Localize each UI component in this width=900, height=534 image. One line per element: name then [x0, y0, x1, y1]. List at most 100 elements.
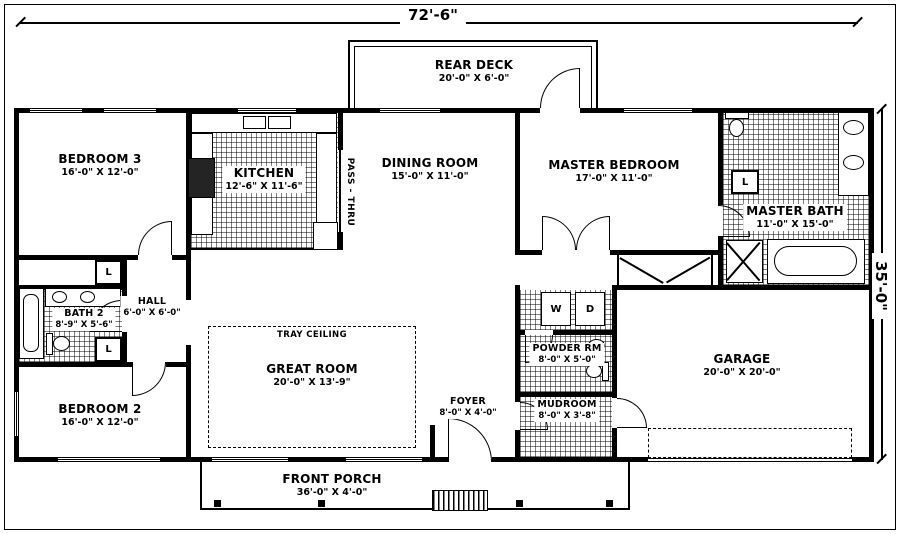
room-label-bedroom3: BEDROOM 3 16'-0" X 12'-0"	[55, 152, 145, 179]
wall-segment	[515, 108, 520, 250]
garden-tub-basin	[774, 246, 857, 276]
linen-closet: L	[95, 260, 122, 285]
wall-segment	[612, 428, 617, 457]
toilet-tank	[46, 333, 53, 355]
room-dims: 8'-0" X 3'-8"	[538, 410, 596, 421]
room-dims: 15'-0" X 11'-0"	[391, 171, 469, 182]
window-symbol	[238, 108, 296, 113]
sink	[843, 120, 864, 135]
room-dims: 36'-0" X 4'-0"	[296, 487, 368, 498]
wall-segment	[430, 425, 435, 457]
front-porch-outline	[200, 462, 630, 510]
room-label-rear-deck: REAR DECK 20'-0" X 6'-0"	[431, 58, 517, 85]
dryer: D	[575, 292, 605, 326]
washer-label: W	[550, 303, 562, 315]
wall-segment	[852, 457, 874, 462]
wall-segment	[869, 108, 874, 462]
entry-steps	[432, 490, 488, 511]
room-label-mudroom: MUDROOM 8'-0" X 3'-8"	[534, 399, 600, 422]
room-name: BEDROOM 2	[58, 402, 142, 416]
wall-segment	[338, 232, 343, 250]
room-label-powder: POWDER RM 8'-0" X 5'-0"	[529, 343, 605, 366]
room-name: MASTER BEDROOM	[548, 158, 680, 172]
room-dims: 12'-6" X 11'-6"	[225, 181, 303, 192]
drawing-frame	[4, 4, 896, 530]
linen-closet: L	[95, 337, 122, 362]
tray-ceiling-label: TRAY CEILING	[275, 330, 349, 340]
room-dims: 8'-0" X 5'-0"	[538, 354, 596, 365]
room-dims: 20'-0" X 20'-0"	[703, 367, 781, 378]
wall-segment	[440, 108, 540, 113]
wall-segment	[520, 392, 612, 397]
toilet-bowl	[586, 364, 602, 378]
sink	[52, 291, 67, 303]
window-symbol	[380, 108, 440, 113]
wall-segment	[580, 108, 624, 113]
room-name: MASTER BATH	[746, 204, 844, 218]
wall-segment	[515, 250, 542, 255]
room-name: FOYER	[450, 396, 486, 407]
wall-segment	[122, 260, 127, 300]
wall-segment	[186, 108, 191, 300]
kitchen-floor-edge-line	[186, 248, 343, 250]
washer: W	[541, 292, 571, 326]
wall-segment	[718, 108, 723, 205]
window-symbol	[14, 392, 19, 436]
wall-segment	[14, 108, 30, 113]
wall-segment	[338, 108, 343, 150]
room-label-master-bedroom: MASTER BEDROOM 17'-0" X 11'-0"	[545, 158, 683, 185]
wall-segment	[612, 285, 617, 398]
window-symbol	[104, 108, 156, 113]
toilet-tank	[725, 112, 749, 119]
wall-segment	[14, 436, 19, 462]
wall-segment	[422, 457, 448, 462]
room-dims: 11'-0" X 15'-0"	[756, 219, 834, 230]
window-symbol	[624, 108, 692, 113]
wall-segment	[156, 108, 238, 113]
range	[188, 158, 215, 198]
room-name: KITCHEN	[233, 166, 295, 180]
room-name: GREAT ROOM	[266, 362, 358, 376]
wall-segment	[19, 285, 122, 290]
wall-segment	[515, 285, 520, 402]
refrigerator	[313, 222, 338, 250]
kitchen-sink-basin	[243, 116, 266, 129]
pass-thru-label: PASS - THRU	[345, 155, 355, 229]
toilet-bowl	[53, 336, 70, 351]
room-name: FRONT PORCH	[282, 472, 382, 486]
wall-segment	[82, 108, 104, 113]
room-name: POWDER RM	[532, 343, 602, 354]
wall-segment	[288, 457, 346, 462]
window-symbol	[346, 457, 422, 462]
closet-wall	[617, 255, 619, 285]
porch-post	[516, 500, 523, 507]
room-dims: 16'-0" X 12'-0"	[61, 417, 139, 428]
room-name: DINING ROOM	[381, 156, 479, 170]
room-name: HALL	[137, 296, 167, 307]
sink	[843, 155, 864, 170]
overall-height-dimension: 35'-0"	[872, 253, 890, 319]
wall-segment	[166, 362, 186, 367]
room-dims: 8'-9" X 5'-6"	[55, 319, 113, 330]
dryer-label: D	[585, 303, 595, 315]
wall-segment	[19, 362, 132, 367]
room-label-hall: HALL 6'-0" X 6'-0"	[120, 296, 184, 319]
wall-segment	[515, 330, 525, 335]
linen-label: L	[105, 267, 112, 278]
porch-post	[214, 500, 221, 507]
wall-segment	[553, 330, 612, 335]
sink	[80, 291, 95, 303]
overall-width-dimension: 72'-6"	[400, 6, 466, 24]
room-dims: 17'-0" X 11'-0"	[575, 173, 653, 184]
garage-door-line	[648, 458, 852, 462]
porch-post	[318, 500, 325, 507]
room-dims: 8'-0" X 4'-0"	[439, 407, 497, 418]
room-dims: 6'-0" X 6'-0"	[123, 307, 181, 318]
wall-segment	[515, 430, 520, 457]
room-label-foyer: FOYER 8'-0" X 4'-0"	[436, 396, 500, 419]
rear-deck-outline	[348, 40, 598, 108]
window-symbol	[58, 457, 160, 462]
room-name: GARAGE	[713, 352, 771, 366]
room-name: BATH 2	[64, 308, 104, 319]
